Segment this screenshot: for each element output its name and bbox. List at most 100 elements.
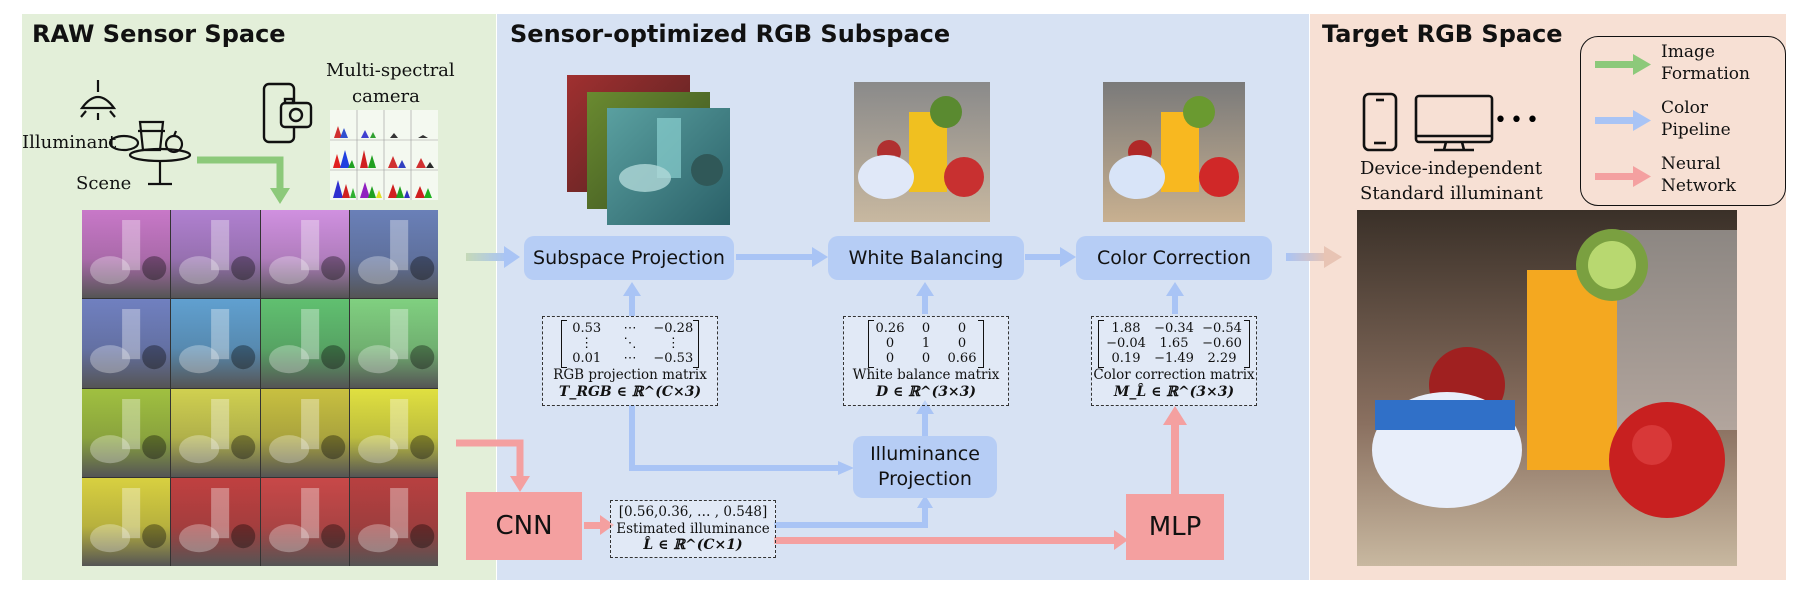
legend-item-line2: Formation bbox=[1661, 64, 1750, 84]
illuminance-vector-value: [0.56,0.36, … , 0.548] bbox=[618, 504, 768, 520]
subspace-projection-box: Subspace Projection bbox=[524, 236, 734, 280]
cc-to-target-arrow bbox=[1286, 253, 1326, 261]
matrix-cell: 0 bbox=[957, 336, 967, 351]
trgb-up-head bbox=[623, 282, 641, 296]
matrix-cell: 0.53 bbox=[572, 321, 602, 336]
raw-band-tile bbox=[260, 477, 349, 566]
matrix-cell: ⋯ bbox=[623, 321, 637, 336]
illuminance-projection-line1: Illuminance bbox=[870, 443, 980, 465]
more-devices-dots: • • • bbox=[1494, 108, 1539, 133]
matrix-cell: −0.04 bbox=[1106, 336, 1146, 351]
rgb-projection-matrix: 0.53⋯−0.28⋮⋱⋮0.01⋯−0.53 RGB projection m… bbox=[542, 316, 718, 406]
white-balanced-photo bbox=[854, 82, 990, 222]
m-up-arrow bbox=[1172, 292, 1178, 314]
raw-band-tile bbox=[260, 210, 349, 299]
matrix-cell: −0.28 bbox=[653, 321, 694, 336]
matrix-cell: 0 bbox=[921, 351, 931, 366]
color-corrected-photo bbox=[1103, 82, 1245, 222]
white-balancing-box: White Balancing bbox=[828, 236, 1024, 280]
phone-icon bbox=[1362, 92, 1398, 152]
scene-label: Scene bbox=[76, 173, 132, 194]
matrix-cell: −0.34 bbox=[1154, 321, 1194, 336]
illum-to-d-arrow bbox=[922, 410, 928, 436]
illum-to-d-head bbox=[916, 400, 934, 414]
raw-band-tile bbox=[82, 210, 171, 299]
trgb-to-illuminance-arrow bbox=[629, 405, 840, 471]
table-icon bbox=[108, 120, 192, 186]
legend-item-line2: Network bbox=[1661, 176, 1736, 196]
standard-illuminant-label: Standard illuminant bbox=[1360, 183, 1543, 204]
wb-to-cc-arrow bbox=[1025, 254, 1063, 260]
formation-arrow bbox=[197, 156, 284, 188]
raw-to-subspace-arrow bbox=[466, 253, 506, 261]
matrix-cell: 1 bbox=[921, 336, 931, 351]
raw-multispectral-grid bbox=[82, 210, 438, 566]
matrix-cell: 1.88 bbox=[1111, 321, 1141, 336]
cnn-box: CNN bbox=[466, 492, 582, 560]
matrix-cell: 0.19 bbox=[1111, 351, 1141, 366]
matrix-cell: ⋮ bbox=[666, 336, 680, 351]
projected-rgb-stack-front bbox=[607, 108, 730, 225]
matrix-cell: 0 bbox=[885, 351, 895, 366]
matrix-cell: 0 bbox=[921, 321, 931, 336]
raw-band-tile bbox=[82, 299, 171, 388]
rgb-projection-symbol: T_RGB ∈ ℝ^(C×3) bbox=[558, 384, 702, 400]
color-correction-box: Color Correction bbox=[1076, 236, 1272, 280]
legend-red-arrow-icon bbox=[1595, 166, 1651, 187]
d-up-head bbox=[916, 282, 934, 296]
monitor-icon bbox=[1414, 94, 1494, 152]
matrix-cell: ⋯ bbox=[623, 351, 637, 366]
legend-neural-network: Neural Network bbox=[1661, 153, 1781, 197]
raw-panel-title: RAW Sensor Space bbox=[32, 20, 286, 48]
matrix-cell: ⋱ bbox=[623, 336, 637, 351]
matrix-cell: 0.66 bbox=[947, 351, 977, 366]
matrix-cell: 0.26 bbox=[875, 321, 905, 336]
matrix-cell: ⋮ bbox=[580, 336, 594, 351]
legend-green-arrow-icon bbox=[1595, 54, 1651, 75]
raw-band-tile bbox=[349, 299, 438, 388]
device-independent-label: Device-independent bbox=[1360, 158, 1543, 179]
illuminance-projection-line2: Projection bbox=[878, 468, 972, 490]
subspace-to-wb-head bbox=[812, 247, 828, 267]
matrix-cell: 0.01 bbox=[572, 351, 602, 366]
matrix-cell: −0.53 bbox=[653, 351, 694, 366]
legend: Image Formation Color Pipeline Neural Ne… bbox=[1580, 36, 1786, 206]
estimated-illuminance-vector: [0.56,0.36, … , 0.548] Estimated illumin… bbox=[610, 500, 776, 558]
formation-arrow-head bbox=[270, 188, 290, 204]
matrix-cell: 1.65 bbox=[1159, 336, 1189, 351]
raw-band-tile bbox=[171, 299, 260, 388]
cc-to-target-head bbox=[1324, 246, 1342, 268]
vector-to-mlp-head bbox=[1114, 530, 1128, 550]
spectral-curves bbox=[330, 110, 438, 200]
legend-item-line2: Pipeline bbox=[1661, 120, 1731, 140]
raw-band-tile bbox=[260, 388, 349, 477]
matrix-cell: 2.29 bbox=[1207, 351, 1237, 366]
legend-blue-arrow-icon bbox=[1595, 110, 1651, 131]
m-up-head bbox=[1166, 282, 1184, 296]
cnn-to-vector-arrow bbox=[584, 522, 604, 529]
illuminance-vector-symbol: L̂ ∈ ℝ^(C×1) bbox=[643, 537, 743, 553]
lamp-icon bbox=[79, 80, 117, 120]
raw-band-tile bbox=[171, 477, 260, 566]
matrix-cell: −1.49 bbox=[1154, 351, 1194, 366]
matrix-cell: −0.60 bbox=[1202, 336, 1242, 351]
cnn-to-vector-head bbox=[600, 515, 614, 535]
color-correction-symbol: M_L̂ ∈ ℝ^(3×3) bbox=[1113, 384, 1235, 400]
wb-to-cc-head bbox=[1060, 247, 1076, 267]
raw-band-tile bbox=[171, 210, 260, 299]
matrix-cell: 0 bbox=[957, 321, 967, 336]
legend-color-pipeline: Color Pipeline bbox=[1661, 97, 1781, 141]
mlp-to-m-head bbox=[1163, 406, 1187, 425]
raw-band-tile bbox=[82, 388, 171, 477]
target-panel-title: Target RGB Space bbox=[1322, 20, 1563, 48]
raw-band-tile bbox=[171, 388, 260, 477]
vector-to-illuminance-head bbox=[917, 495, 933, 508]
raw-band-tile bbox=[349, 477, 438, 566]
matrix-cell: 0 bbox=[885, 336, 895, 351]
vector-to-mlp-arrow bbox=[774, 537, 1118, 544]
raw-band-tile bbox=[260, 299, 349, 388]
